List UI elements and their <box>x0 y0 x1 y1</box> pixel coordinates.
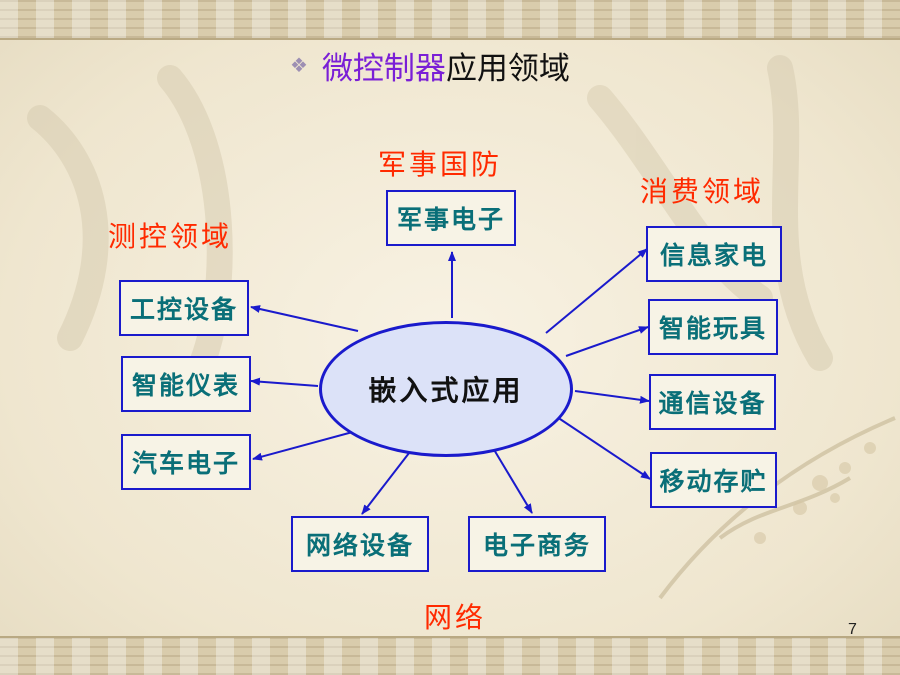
node-mobile-storage: 移动存贮 <box>650 452 777 508</box>
bottom-border-edge <box>0 636 900 638</box>
node-smart-toys: 智能玩具 <box>648 299 778 355</box>
category-consumer: 消费领域 <box>640 175 765 208</box>
title-rest: 应用领域 <box>445 50 570 87</box>
node-auto-electronics: 汽车电子 <box>121 434 251 490</box>
node-military-electronics: 军事电子 <box>386 190 516 246</box>
bottom-border-pattern <box>0 637 900 675</box>
arrow-industrial <box>250 305 359 332</box>
node-home-appliances: 信息家电 <box>646 226 782 282</box>
top-border-pattern <box>0 0 900 38</box>
node-industrial-control: 工控设备 <box>119 280 249 336</box>
category-network: 网络 <box>424 601 487 634</box>
top-border-edge <box>0 38 900 40</box>
node-communication-equipment: 通信设备 <box>649 374 776 430</box>
node-ecommerce: 电子商务 <box>468 516 606 572</box>
category-military: 军事国防 <box>378 148 503 181</box>
title-highlight: 微控制器 <box>321 50 446 87</box>
slide-title: ❖ 微控制器 应用领域 <box>290 44 570 87</box>
arrow-network <box>361 443 417 515</box>
center-ellipse-embedded-applications: 嵌入式应用 <box>319 321 573 457</box>
arrow-storage <box>556 416 651 480</box>
ink-painting-background <box>27 55 896 600</box>
node-smart-instruments: 智能仪表 <box>121 356 251 412</box>
arrow-communication <box>574 390 650 404</box>
arrow-toys <box>565 326 649 357</box>
diamond-bullet-icon: ❖ <box>290 53 308 77</box>
arrow-instruments <box>250 377 319 387</box>
arrow-ecommerce <box>489 442 533 514</box>
category-measurement: 测控领域 <box>108 220 233 253</box>
node-network-equipment: 网络设备 <box>291 516 429 572</box>
arrow-appliances <box>545 248 648 334</box>
page-number: 7 <box>848 621 857 638</box>
arrow-auto <box>252 429 361 461</box>
